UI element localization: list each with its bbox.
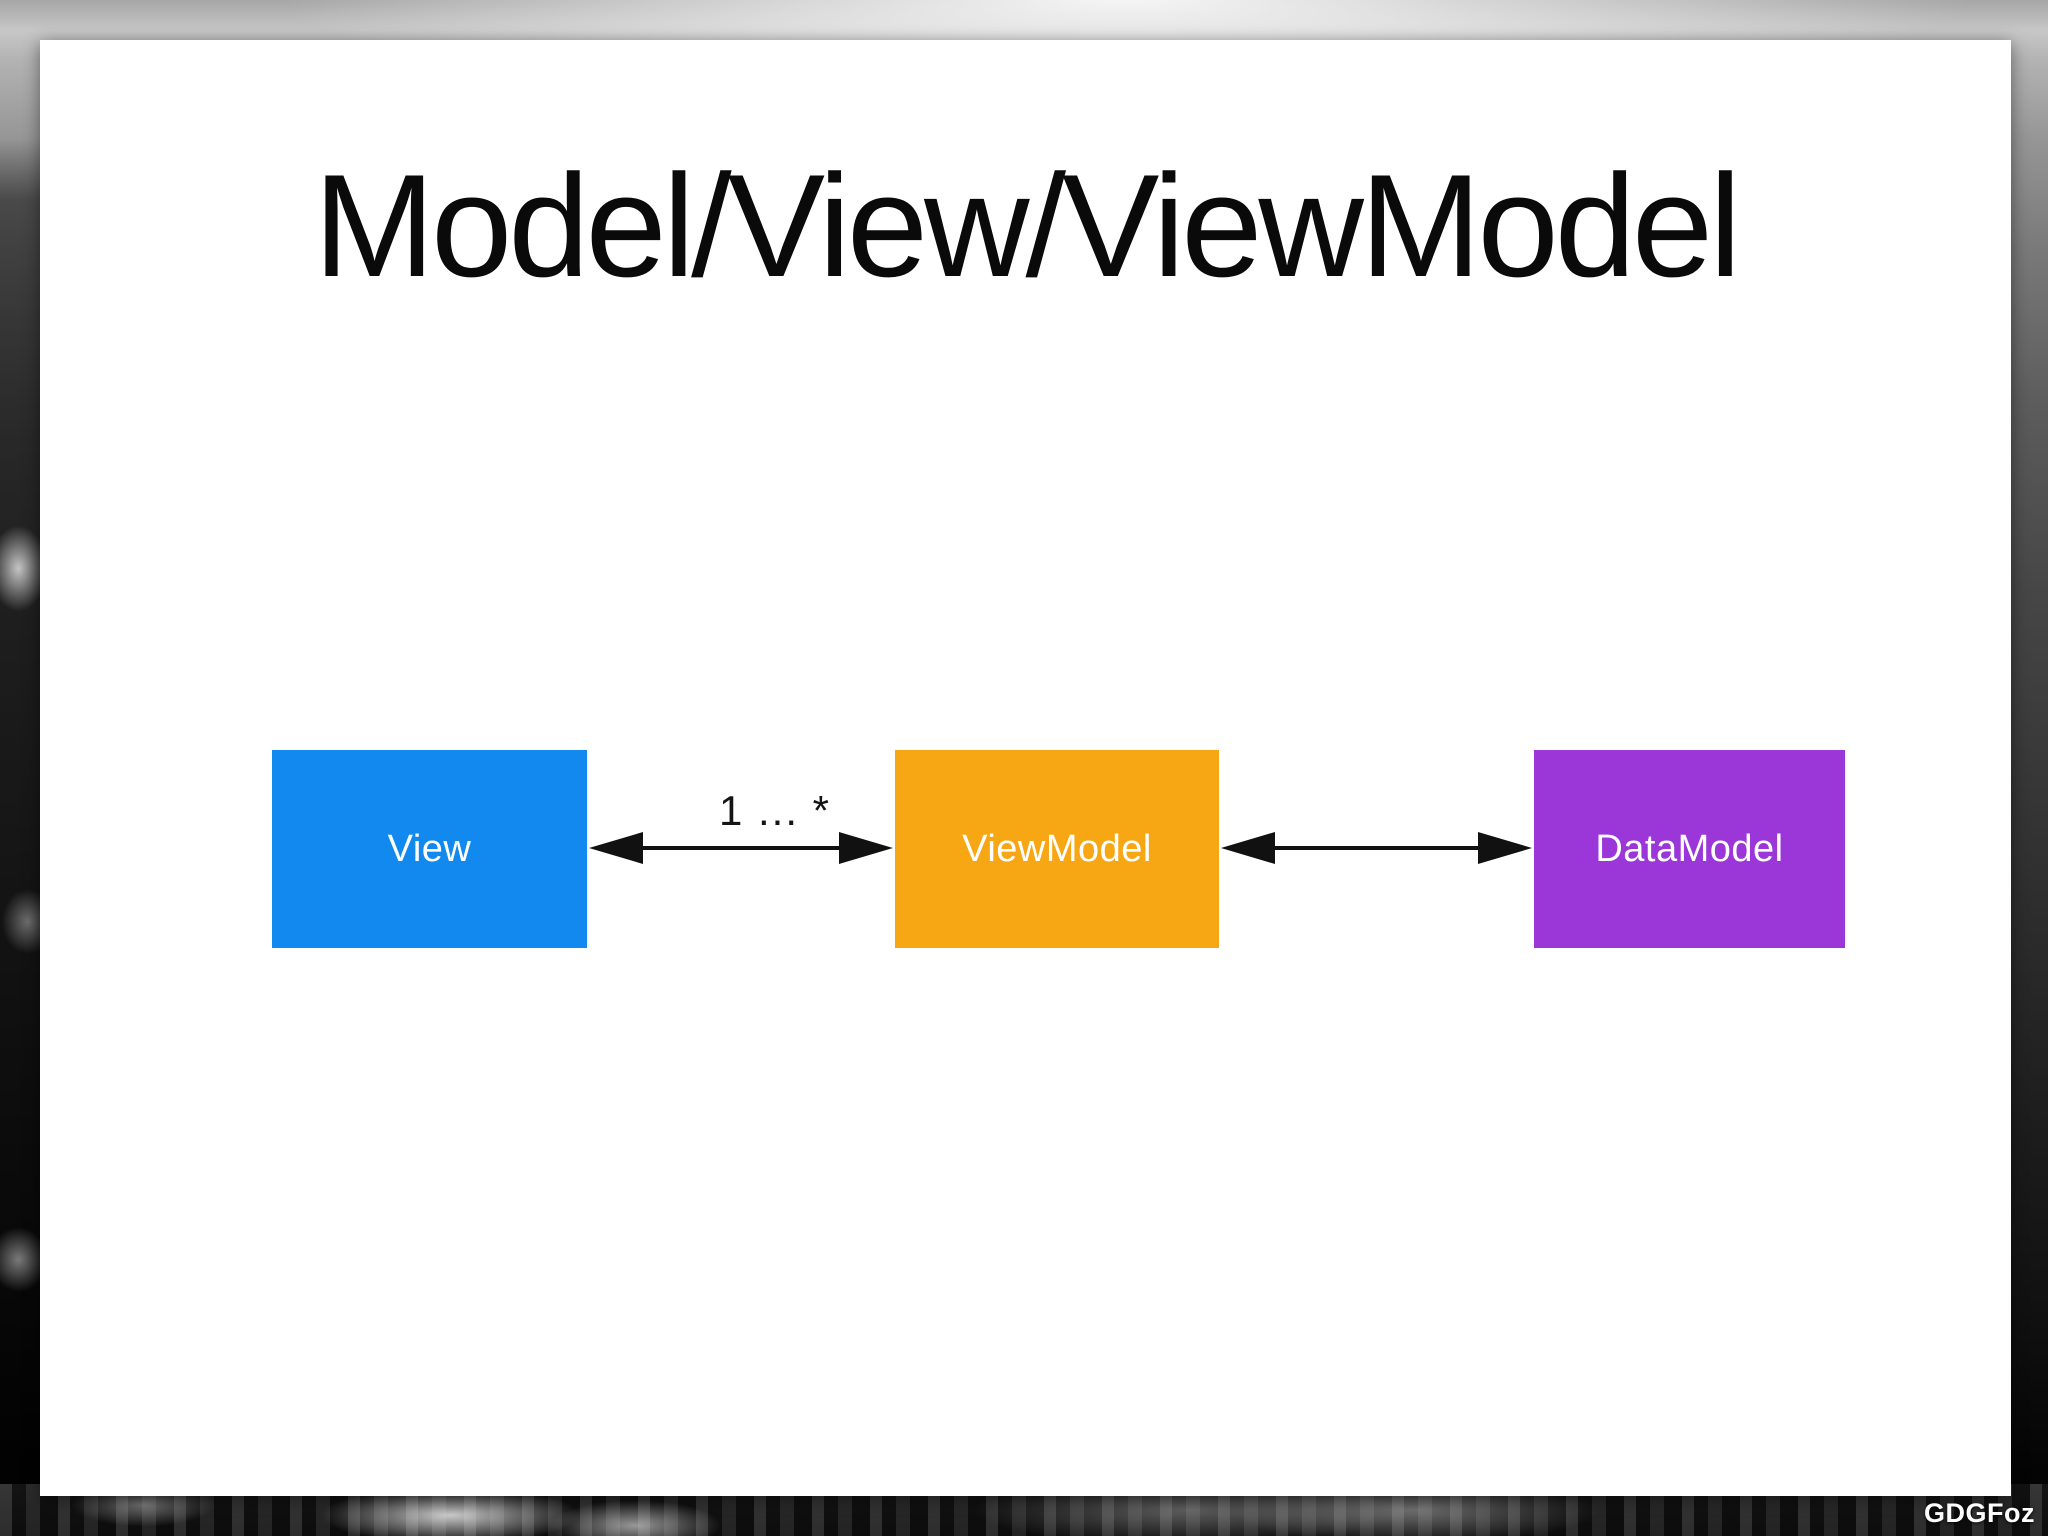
diagram-node-view-label: View: [387, 827, 472, 870]
double-arrow-icon: [1221, 832, 1532, 864]
presentation-slide: Model/View/ViewModel View ViewModel Data…: [40, 40, 2011, 1496]
bidirectional-arrow-viewmodel-datamodel: [1219, 828, 1534, 868]
slide-title: Model/View/ViewModel: [313, 144, 1741, 307]
bidirectional-arrow-view-viewmodel: [587, 828, 895, 868]
diagram-node-datamodel: DataModel: [1534, 750, 1845, 948]
double-arrow-icon: [589, 832, 893, 864]
background-photo-left-edge: [0, 0, 46, 1536]
edge-multiplicity-label: 1 ... *: [718, 787, 832, 834]
diagram-node-viewmodel-label: ViewModel: [962, 827, 1152, 870]
watermark: GDGFoz: [1924, 1498, 2035, 1528]
diagram-node-viewmodel: ViewModel: [895, 750, 1219, 948]
diagram-node-datamodel-label: DataModel: [1595, 827, 1784, 870]
diagram-node-view: View: [272, 750, 587, 948]
